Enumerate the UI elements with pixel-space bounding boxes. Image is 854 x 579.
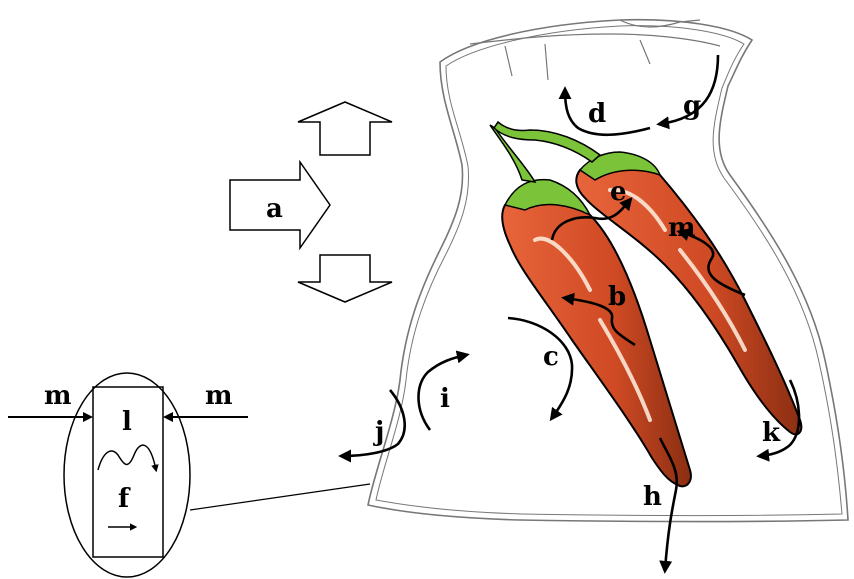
label-j: j [373, 417, 384, 447]
label-b: b [608, 282, 626, 312]
arrow-c [508, 318, 572, 418]
label-m-pepper: m [668, 213, 696, 243]
label-c: c [543, 342, 559, 372]
label-e: e [610, 177, 627, 207]
label-f: f [118, 484, 131, 514]
label-l: l [122, 407, 132, 437]
label-m-left: m [44, 381, 72, 411]
arrow-up [298, 102, 392, 155]
arrow-j [342, 390, 405, 456]
pepper-right-stem [494, 122, 600, 162]
label-m-right: m [205, 381, 233, 411]
label-k: k [762, 418, 781, 448]
label-i: i [440, 384, 450, 414]
arrow-down [298, 255, 392, 302]
label-a: a [266, 194, 283, 224]
label-g: g [683, 91, 701, 121]
inset-connector-line [190, 484, 370, 510]
arrow-d [565, 90, 650, 135]
inset-ellipse [64, 373, 190, 577]
hollow-arrows [230, 102, 392, 302]
label-d: d [588, 99, 606, 129]
label-h: h [643, 482, 662, 512]
